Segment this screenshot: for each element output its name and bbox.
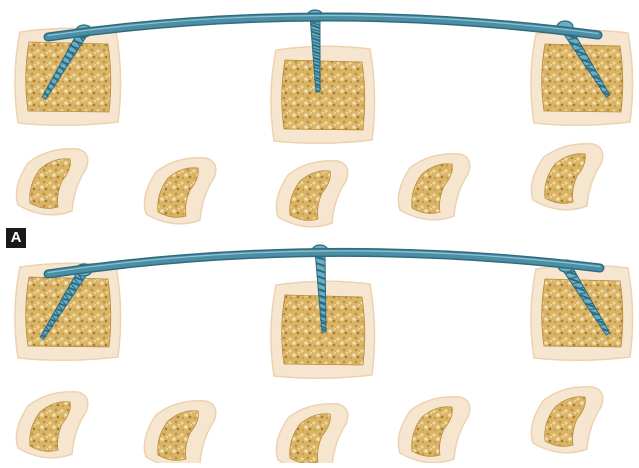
screw-thread [602,330,609,331]
vertebral-body-icon [531,30,633,125]
vertebral-body-icon [531,144,602,210]
vertebral-body-icon [16,149,87,215]
panel-bottom [15,245,633,463]
vertebral-body-icon [144,158,215,224]
vertebral-body-icon [531,265,633,360]
vertebral-body-icon [271,46,375,143]
vertebral-body-icon [398,154,469,220]
panel-label-a: A [6,228,26,248]
vertebral-body-icon [16,392,87,458]
vertebral-body-icon [398,397,469,463]
vertebral-body-icon [276,404,347,463]
curved-plate-icon [48,15,598,37]
plate-body [48,17,598,37]
vertebral-body-icon [144,401,215,463]
vertebral-body-icon [15,28,121,125]
screw-thread [602,92,609,93]
vertebral-body-icon [531,387,602,453]
panel-top [15,10,633,227]
cancellous-bone [282,60,365,130]
vertebral-body-icon [15,263,121,360]
vertebral-body-icon [276,161,347,227]
